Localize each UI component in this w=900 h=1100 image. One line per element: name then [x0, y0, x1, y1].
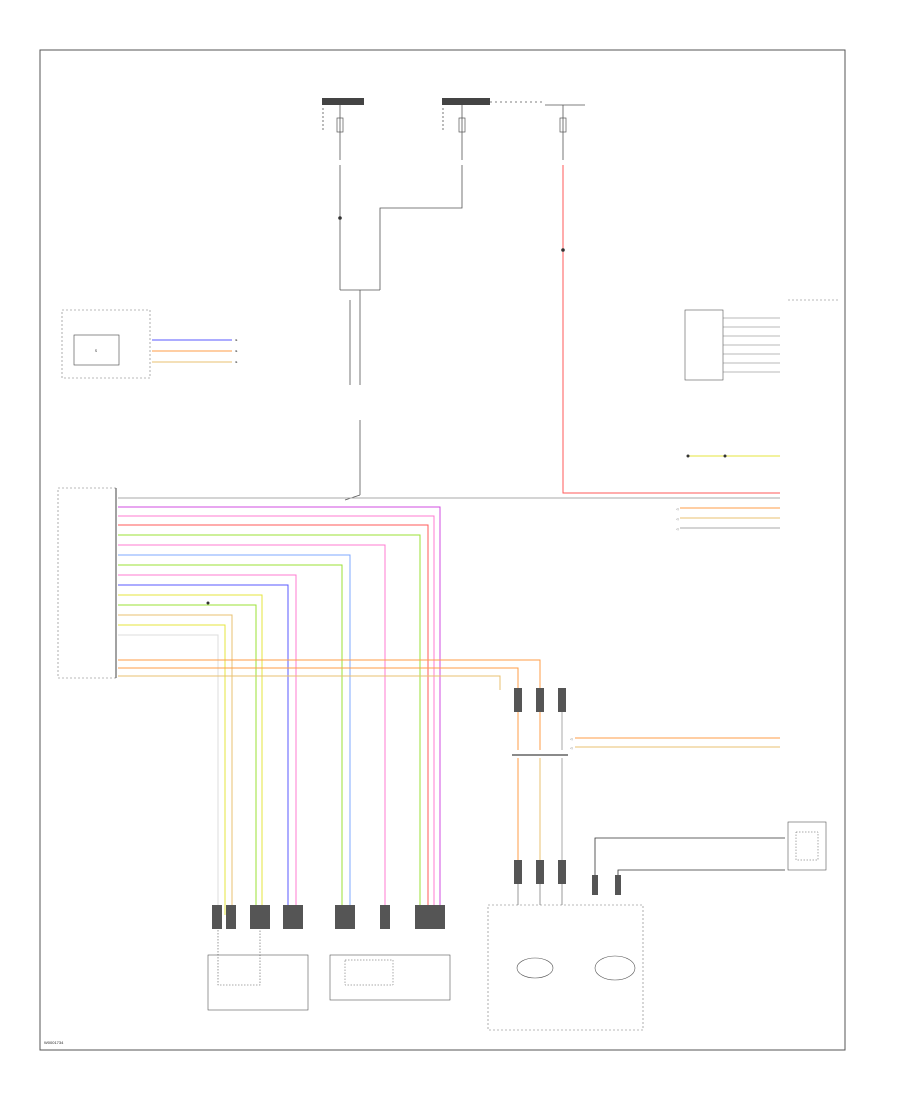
right-lower-sensor	[592, 821, 827, 895]
bottom-center-sensor	[329, 905, 451, 1001]
engine-control-module	[57, 487, 117, 679]
fuse-icon	[559, 117, 567, 133]
right-connector-group: ◁ ◁ ◁	[676, 507, 780, 531]
svg-text:◁: ◁	[676, 517, 679, 521]
left-upper-module: S ► ► ►	[61, 309, 238, 379]
svg-text:S: S	[95, 349, 98, 353]
fuse-block-center	[442, 98, 545, 160]
svg-text:►: ►	[235, 338, 238, 342]
ecm-harness	[118, 497, 780, 915]
right-upper-module	[684, 299, 840, 381]
transmission-connector-upper	[514, 688, 566, 750]
diagram-code: W0001734	[44, 1040, 64, 1045]
fuse-block-right	[545, 104, 585, 160]
transmission-splice-group: ◁ ◁	[512, 737, 780, 884]
fuse-icon	[458, 117, 466, 133]
fuse-block-left	[322, 98, 364, 160]
bottom-right-transmission-sensors	[487, 884, 644, 1031]
sensor-icon	[594, 955, 636, 981]
bottom-left-sensor	[207, 905, 309, 1011]
right-small-wire	[686, 454, 780, 458]
svg-text:►: ►	[235, 360, 238, 364]
fuse-feed-wires	[338, 165, 463, 501]
svg-text:◁: ◁	[570, 737, 573, 741]
fuse-icon	[336, 117, 344, 133]
svg-text:►: ►	[235, 349, 238, 353]
sensor-icon	[516, 957, 554, 979]
svg-text:◁: ◁	[676, 527, 679, 531]
power-wire-red	[561, 165, 780, 494]
diagram-border	[39, 49, 846, 1051]
svg-text:◁: ◁	[570, 746, 573, 750]
svg-text:◁: ◁	[676, 507, 679, 511]
